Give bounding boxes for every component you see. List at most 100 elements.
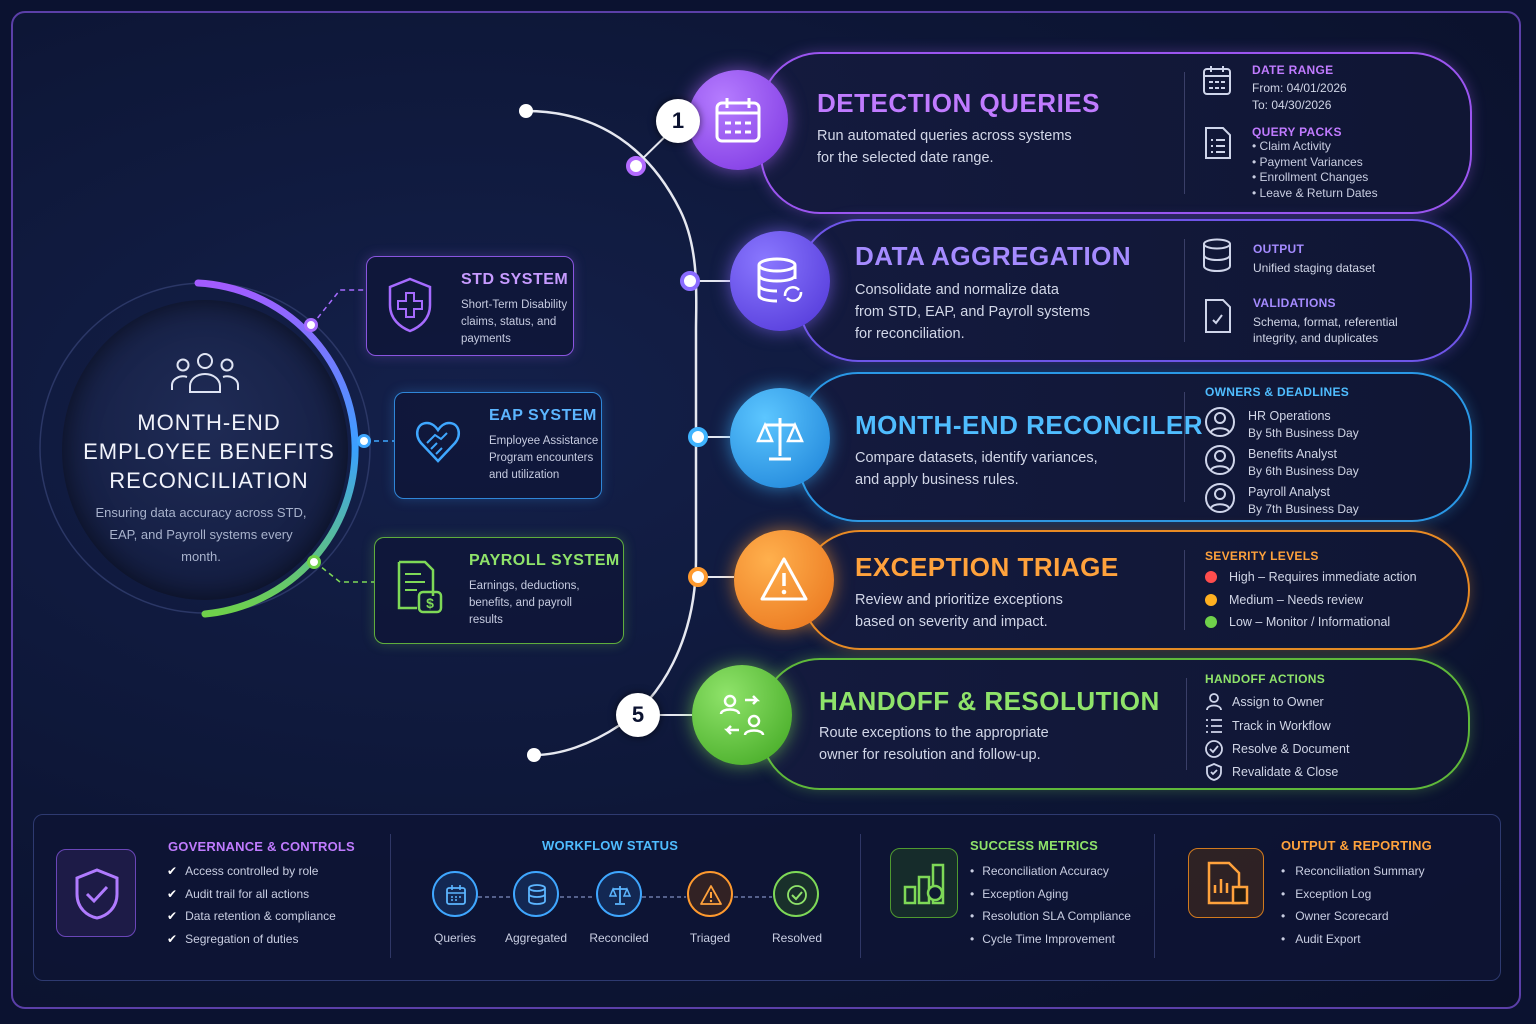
metrics-icon-box [890,848,958,918]
output-reporting-list: •Reconciliation Summary •Exception Log •… [1281,860,1425,950]
workflow-stage-triaged[interactable] [687,871,733,917]
success-metrics-list: •Reconciliation Accuracy •Exception Agin… [970,860,1131,950]
success-metrics-title: SUCCESS METRICS [970,838,1098,853]
shield-check-icon [1206,763,1222,781]
owner-deadline: By 5th Business Day [1248,426,1359,440]
severity-levels-label: SEVERITY LEVELS [1205,549,1319,563]
payroll-system-title: PAYROLL SYSTEM [469,552,620,569]
calendar-icon [715,98,761,143]
date-range-to: To: 04/30/2026 [1252,98,1332,112]
workflow-stage-reconciled[interactable] [596,871,642,917]
step-exception-triage[interactable]: EXCEPTION TRIAGE Review and prioritize e… [800,530,1470,650]
query-packs-label: QUERY PACKS [1252,125,1342,139]
owner-deadline: By 6th Business Day [1248,464,1359,478]
step-3-circle [730,388,830,488]
handoff-action: Track in Workflow [1232,719,1331,733]
svg-text:$: $ [426,595,434,611]
step-3-title: MONTH-END RECONCILER [855,410,1203,440]
governance-item: ✔Access controlled by role [167,864,319,878]
step-data-aggregation[interactable]: DATA AGGREGATION Consolidate and normali… [798,219,1472,362]
handoff-action: Revalidate & Close [1232,765,1339,779]
handoff-action: Resolve & Document [1232,742,1350,756]
validations-label: VALIDATIONS [1253,296,1336,310]
output-reporting-title: OUTPUT & REPORTING [1281,838,1432,853]
severity-text: High – Requires immediate action [1229,570,1417,584]
step-2-title: DATA AGGREGATION [855,241,1132,271]
reporting-item: •Exception Log [1281,886,1372,901]
metrics-item: •Cycle Time Improvement [970,931,1115,946]
spine-node-3 [688,427,708,447]
reporting-icon-box [1188,848,1264,918]
owner-name: Benefits Analyst [1248,447,1337,461]
database-icon [1203,238,1231,273]
user-icon [1205,407,1235,437]
step-month-end-reconciler[interactable]: MONTH-END RECONCILER Compare datasets, i… [798,372,1472,522]
metrics-item: •Reconciliation Accuracy [970,864,1109,878]
calendar-icon [1203,66,1231,95]
owners-deadlines-label: OWNERS & DEADLINES [1205,385,1350,399]
document-list-icon [1205,127,1231,159]
database-sync-icon [757,257,803,303]
severity-dot-low [1205,616,1217,628]
governance-item: ✔Audit trail for all actions [167,886,310,901]
workflow-stage-label: Reconciled [589,931,649,945]
spine-end-node [527,748,541,762]
eap-system-desc: Employee Assistance Program encounters a… [489,435,599,481]
payroll-system-desc: Earnings, deductions, benefits, and payr… [469,580,580,626]
warning-icon [700,885,722,905]
step-1-title: DETECTION QUERIES [817,88,1100,118]
step-4-title: EXCEPTION TRIAGE [855,552,1119,582]
report-document-icon [1207,861,1249,905]
spine-start-node [519,104,533,118]
scales-icon [756,418,804,461]
spine-node-1 [626,156,646,176]
std-system-title: STD SYSTEM [461,271,569,288]
hub-subtitle: Ensuring data accuracy across STD, EAP, … [95,505,307,564]
step-3-desc: Compare datasets, identify variances, an… [855,450,1098,488]
metrics-item: •Resolution SLA Compliance [970,909,1131,923]
owner-deadline: By 7th Business Day [1248,502,1359,516]
governance-item: ✔Segregation of duties [167,931,299,946]
document-check-icon [1205,299,1231,333]
eap-system-card[interactable]: EAP SYSTEM Employee Assistance Program e… [394,392,602,499]
eap-system-title: EAP SYSTEM [489,407,597,424]
hub-node-payroll [307,555,321,569]
shield-check-icon [75,868,119,920]
reporting-item: •Owner Scorecard [1281,909,1389,923]
step-5-circle [692,665,792,765]
warning-icon [760,557,808,601]
hub-node-std [304,318,318,332]
step-4-desc: Review and prioritize exceptions based o… [855,592,1063,630]
reporting-item: •Audit Export [1281,931,1361,946]
handoff-people-icon [719,694,765,736]
step-2-circle [730,231,830,331]
query-pack-item: • Claim Activity [1252,139,1331,153]
query-packs-list: • Claim Activity • Payment Variances • E… [1252,139,1378,201]
governance-list: ✔Access controlled by role ✔Audit trail … [167,860,336,950]
workflow-stage-aggregated[interactable] [513,871,559,917]
shield-plus-icon [388,277,432,333]
severity-dot-medium [1205,594,1217,606]
hub-circle [62,300,348,600]
severity-medium: Medium – Needs review [1205,593,1363,607]
check-circle-icon [1205,740,1223,758]
governance-icon-box [56,849,136,937]
payroll-system-card[interactable]: $ PAYROLL SYSTEM Earnings, deductions, b… [374,537,624,644]
std-system-desc: Short-Term Disability claims, status, an… [461,299,568,345]
workflow-stage-queries[interactable] [432,871,478,917]
step-4-circle [734,530,834,630]
query-pack-item: • Leave & Return Dates [1252,185,1378,200]
severity-text: Low – Monitor / Informational [1229,615,1391,629]
governance-item: ✔Data retention & compliance [167,909,336,923]
query-pack-item: • Payment Variances [1252,154,1363,169]
heart-handshake-icon [415,421,461,463]
severity-dot-high [1205,571,1217,583]
workflow-stage-resolved[interactable] [773,871,819,917]
step-detection-queries[interactable]: DETECTION QUERIES Run automated queries … [760,52,1472,214]
std-system-card[interactable]: STD SYSTEM Short-Term Disability claims,… [366,256,574,356]
growth-chart-icon [903,863,945,905]
step-handoff-resolution[interactable]: HANDOFF & RESOLUTION Route exceptions to… [760,658,1470,790]
governance-title: GOVERNANCE & CONTROLS [168,839,355,854]
spine-node-4 [688,567,708,587]
